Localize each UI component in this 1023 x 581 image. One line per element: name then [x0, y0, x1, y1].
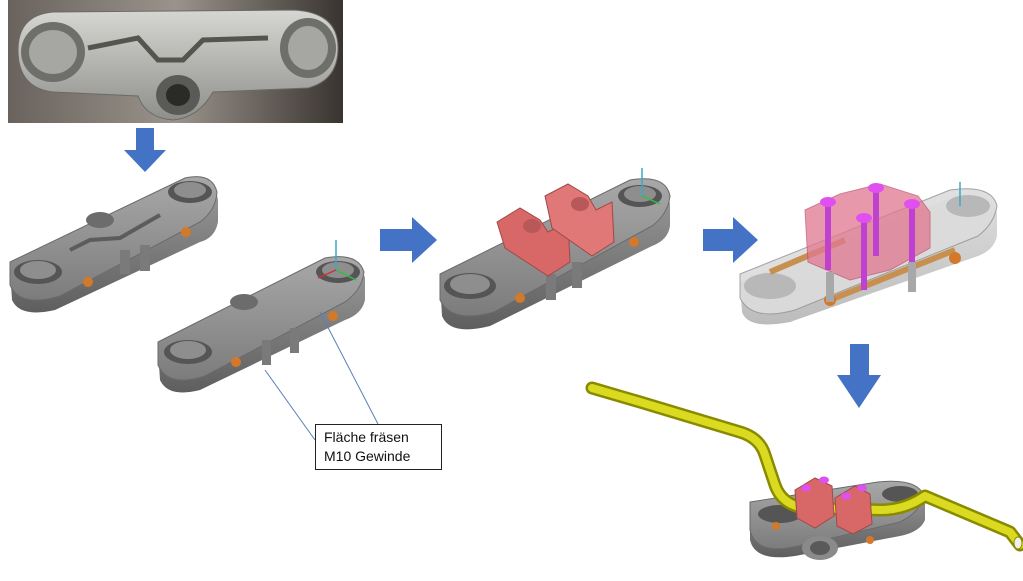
- triple-clamp-model-original: [9, 176, 218, 313]
- leader-line: [319, 311, 379, 425]
- callout-line-thread: M10 Gewinde: [324, 448, 411, 464]
- arrow-right-icon: [703, 217, 758, 263]
- triple-clamp-transparent-assembly: [739, 182, 998, 325]
- leader-line: [264, 369, 316, 441]
- triple-clamp-model-milled: [157, 240, 365, 393]
- callout-line-milling: Fläche fräsen: [324, 429, 409, 445]
- triple-clamp-with-risers: [439, 168, 671, 330]
- original-part-photo: [8, 0, 343, 123]
- handlebar-assembly: [585, 381, 1023, 560]
- arrow-down-icon: [837, 344, 881, 408]
- arrow-down-icon: [124, 128, 166, 172]
- arrow-right-icon: [380, 217, 437, 263]
- annotation-callout: Fläche fräsen M10 Gewinde: [315, 424, 442, 470]
